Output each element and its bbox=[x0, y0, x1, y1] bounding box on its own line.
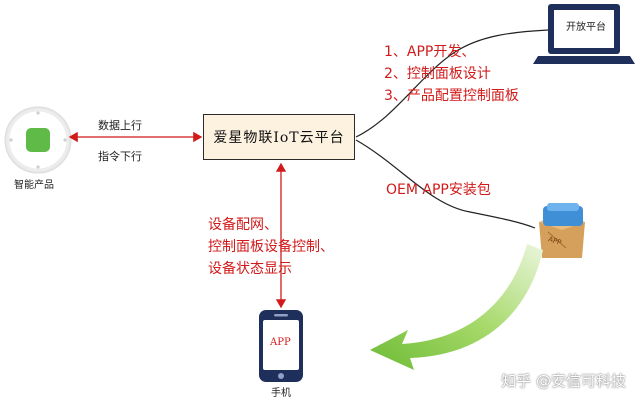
phone-screen-app-label: APP bbox=[270, 337, 291, 348]
phone-feature-1: 设备配网、 bbox=[208, 217, 278, 233]
platform-feature-1: 1、APP开发、 bbox=[384, 44, 476, 60]
phone-icon bbox=[259, 310, 303, 382]
platform-feature-3: 3、产品配置控制面板 bbox=[384, 88, 519, 104]
phone-label: 手机 bbox=[271, 388, 291, 399]
platform-package-connector bbox=[355, 139, 536, 229]
iot-platform-box[interactable]: 爱星物联IoT云平台 bbox=[203, 114, 355, 160]
laptop-icon bbox=[533, 4, 635, 64]
smart-product-label: 智能产品 bbox=[14, 180, 54, 191]
oem-package-label: OEM APP安装包 bbox=[386, 182, 491, 198]
open-platform-label: 开放平台 bbox=[566, 22, 606, 33]
phone-feature-2: 控制面板设备控制、 bbox=[208, 239, 334, 255]
iot-platform-label: 爱星物联IoT云平台 bbox=[213, 130, 345, 146]
app-package-icon bbox=[539, 203, 585, 258]
smart-product-icon bbox=[4, 106, 72, 174]
phone-feature-3: 设备状态显示 bbox=[208, 261, 292, 277]
command-down-label: 指令下行 bbox=[98, 150, 142, 163]
delivery-arrow bbox=[370, 244, 543, 370]
data-up-label: 数据上行 bbox=[98, 119, 142, 132]
platform-feature-2: 2、控制面板设计 bbox=[384, 66, 491, 82]
platform-laptop-connector bbox=[355, 29, 549, 138]
watermark: 知乎 @安信可科技 bbox=[501, 372, 626, 390]
